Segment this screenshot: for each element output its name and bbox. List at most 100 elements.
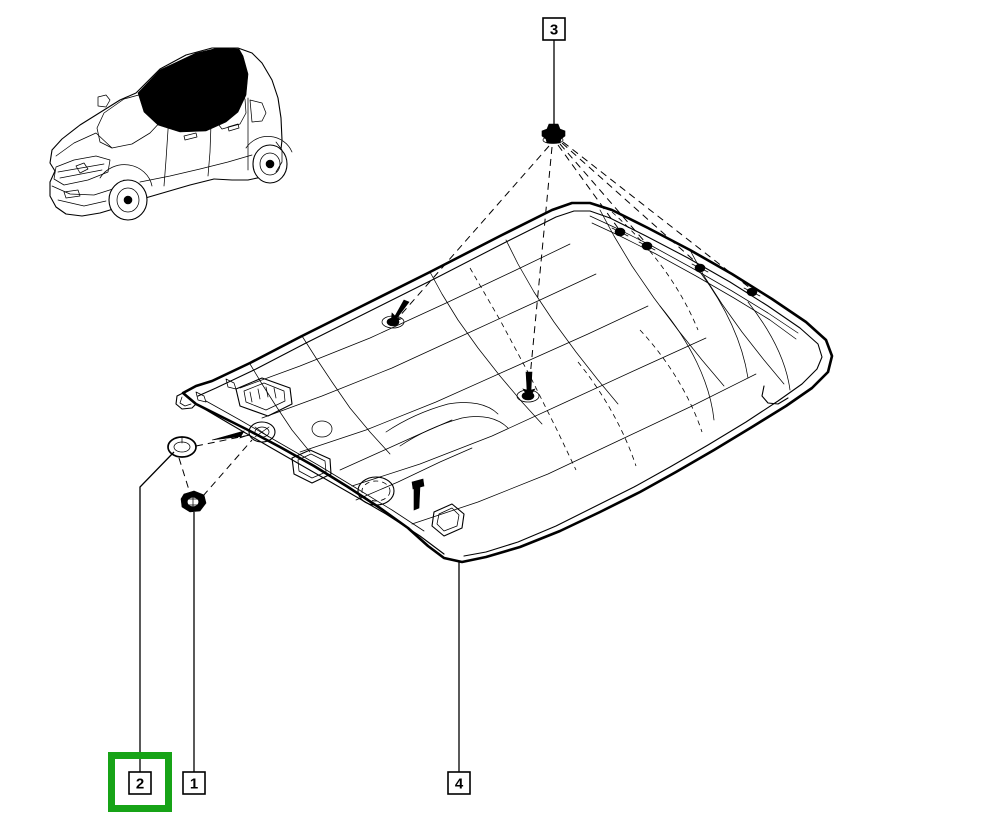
callout-1-box[interactable] xyxy=(182,771,206,795)
headliner-rear-seam-1 xyxy=(699,271,749,379)
callout-4[interactable]: 4 xyxy=(447,771,471,795)
vehicle-door-line-mid xyxy=(207,94,213,177)
rear-tab-mid xyxy=(225,378,237,390)
headliner-left-tab xyxy=(175,392,197,410)
vehicle-roof-highlight xyxy=(137,47,249,133)
clip-seat-5-ring xyxy=(381,315,405,329)
clip-seat-group xyxy=(611,227,761,297)
headliner-rear-seam-3 xyxy=(659,305,715,421)
headliner-front-rail xyxy=(195,403,445,555)
retaining-nut-part xyxy=(180,490,207,513)
grab-handle-recess-right-inner xyxy=(436,507,460,532)
vehicle-grille-bar-1 xyxy=(57,163,105,173)
sun-visor-slot-a xyxy=(249,391,253,403)
headliner-clip-part xyxy=(541,123,566,144)
wiring-slot xyxy=(413,485,421,511)
vehicle-rear-arch xyxy=(245,136,293,153)
headliner-rear-rail-line xyxy=(589,215,799,334)
headliner-small-hole-left xyxy=(311,420,333,438)
vehicle-rear-hub xyxy=(265,159,275,169)
sun-visor-slot-d xyxy=(273,387,277,399)
callout-3-box[interactable] xyxy=(542,17,566,41)
vehicle-side-window-front xyxy=(171,93,213,131)
headliner-centerline xyxy=(469,267,577,471)
clip-arrow-1 xyxy=(390,299,410,324)
clip-seat-ring-4 xyxy=(743,287,761,297)
selection-highlight-box[interactable] xyxy=(108,752,172,812)
headliner-rear-notch xyxy=(761,385,789,405)
headliner-rib-4 xyxy=(505,239,619,405)
callout-1[interactable]: 1 xyxy=(182,771,206,795)
vehicle-front-rim xyxy=(116,187,140,213)
vehicle-quarter-glass xyxy=(249,99,267,123)
clip-seat-ring-2 xyxy=(638,241,656,251)
vehicle-silhouette xyxy=(49,47,293,221)
headliner-rib-2 xyxy=(301,335,391,455)
clip-arrow-group xyxy=(381,299,540,403)
sun-visor-recess-left xyxy=(235,377,293,417)
dome-lamp-opening-dashed xyxy=(361,480,391,502)
dome-lamp-opening xyxy=(357,476,395,506)
vehicle-front-hub xyxy=(123,195,133,205)
vehicle-logo xyxy=(75,162,89,174)
wiring-slot-head xyxy=(411,478,425,490)
clip-dash-6 xyxy=(562,141,751,289)
front-center-seam-2 xyxy=(355,447,473,501)
headliner-contour-4 xyxy=(351,337,707,487)
grab-handle-recess-left xyxy=(291,449,332,484)
clip-seat-ring-1 xyxy=(611,227,629,237)
fastener-connector-lines xyxy=(178,434,253,497)
callout-2-box[interactable] xyxy=(128,771,152,795)
vehicle-door-handle-rear xyxy=(227,123,240,132)
headliner-contour-2 xyxy=(261,273,597,419)
headliner-right-seam-2 xyxy=(577,361,637,467)
headliner-contour-3 xyxy=(299,305,649,453)
callout-2-label: 2 xyxy=(136,776,144,793)
headliner-left-tab-inner xyxy=(179,396,192,407)
headliner-inner-edge xyxy=(197,210,823,557)
vehicle-fog-lamp-left xyxy=(63,189,81,199)
callout-4-box[interactable] xyxy=(447,771,471,795)
callout-3-label: 3 xyxy=(550,22,558,39)
clip-dash-1 xyxy=(397,145,550,319)
headliner-rib-5 xyxy=(599,209,725,387)
headliner-contour-5 xyxy=(411,373,757,525)
headliner-right-seam-1 xyxy=(639,329,703,433)
vehicle-grille-bar-2 xyxy=(59,169,103,179)
headliner-clip-icon xyxy=(541,123,566,144)
vehicle-door-line-front xyxy=(163,102,171,187)
nut-to-mount-dash xyxy=(202,439,253,497)
clip-dash-2 xyxy=(528,146,553,389)
clip-seat-6-ring xyxy=(516,389,540,403)
headliner-mount-hole xyxy=(248,421,276,443)
rear-tab-left xyxy=(195,391,207,403)
clip-dash-4 xyxy=(559,143,646,243)
callout-3[interactable]: 3 xyxy=(542,17,566,41)
headliner-rear-seam-2 xyxy=(747,301,791,391)
roof-headliner-assembly xyxy=(175,201,834,564)
vehicle-lower-body xyxy=(49,170,215,217)
headliner-rib-3 xyxy=(429,271,543,425)
clip-seat-ring-3 xyxy=(691,263,709,273)
vehicle-rear-rim xyxy=(259,152,281,176)
sun-visor-recess-left-inner xyxy=(243,382,286,411)
headliner-contour-1 xyxy=(239,243,571,389)
headliner-rib-1 xyxy=(249,363,311,453)
leader-lines xyxy=(139,40,555,772)
clip-dash-5 xyxy=(561,142,699,265)
headliner-clip-flange xyxy=(542,136,564,144)
vehicle-windshield xyxy=(96,92,171,149)
leader-line-2 xyxy=(139,451,175,772)
grab-handle-recess-right xyxy=(431,503,465,537)
overhead-console-outline-2 xyxy=(399,416,509,447)
grommet-to-nut-dash xyxy=(178,457,190,491)
overhead-console-outline xyxy=(385,402,499,433)
vehicle-grille xyxy=(53,155,111,186)
grab-handle-recess-left-inner xyxy=(297,453,327,479)
vehicle-mirror xyxy=(97,94,111,108)
callout-2[interactable]: 2 xyxy=(128,771,152,795)
clip-dash-3 xyxy=(557,144,619,229)
vehicle-rear-bumper xyxy=(275,141,283,173)
